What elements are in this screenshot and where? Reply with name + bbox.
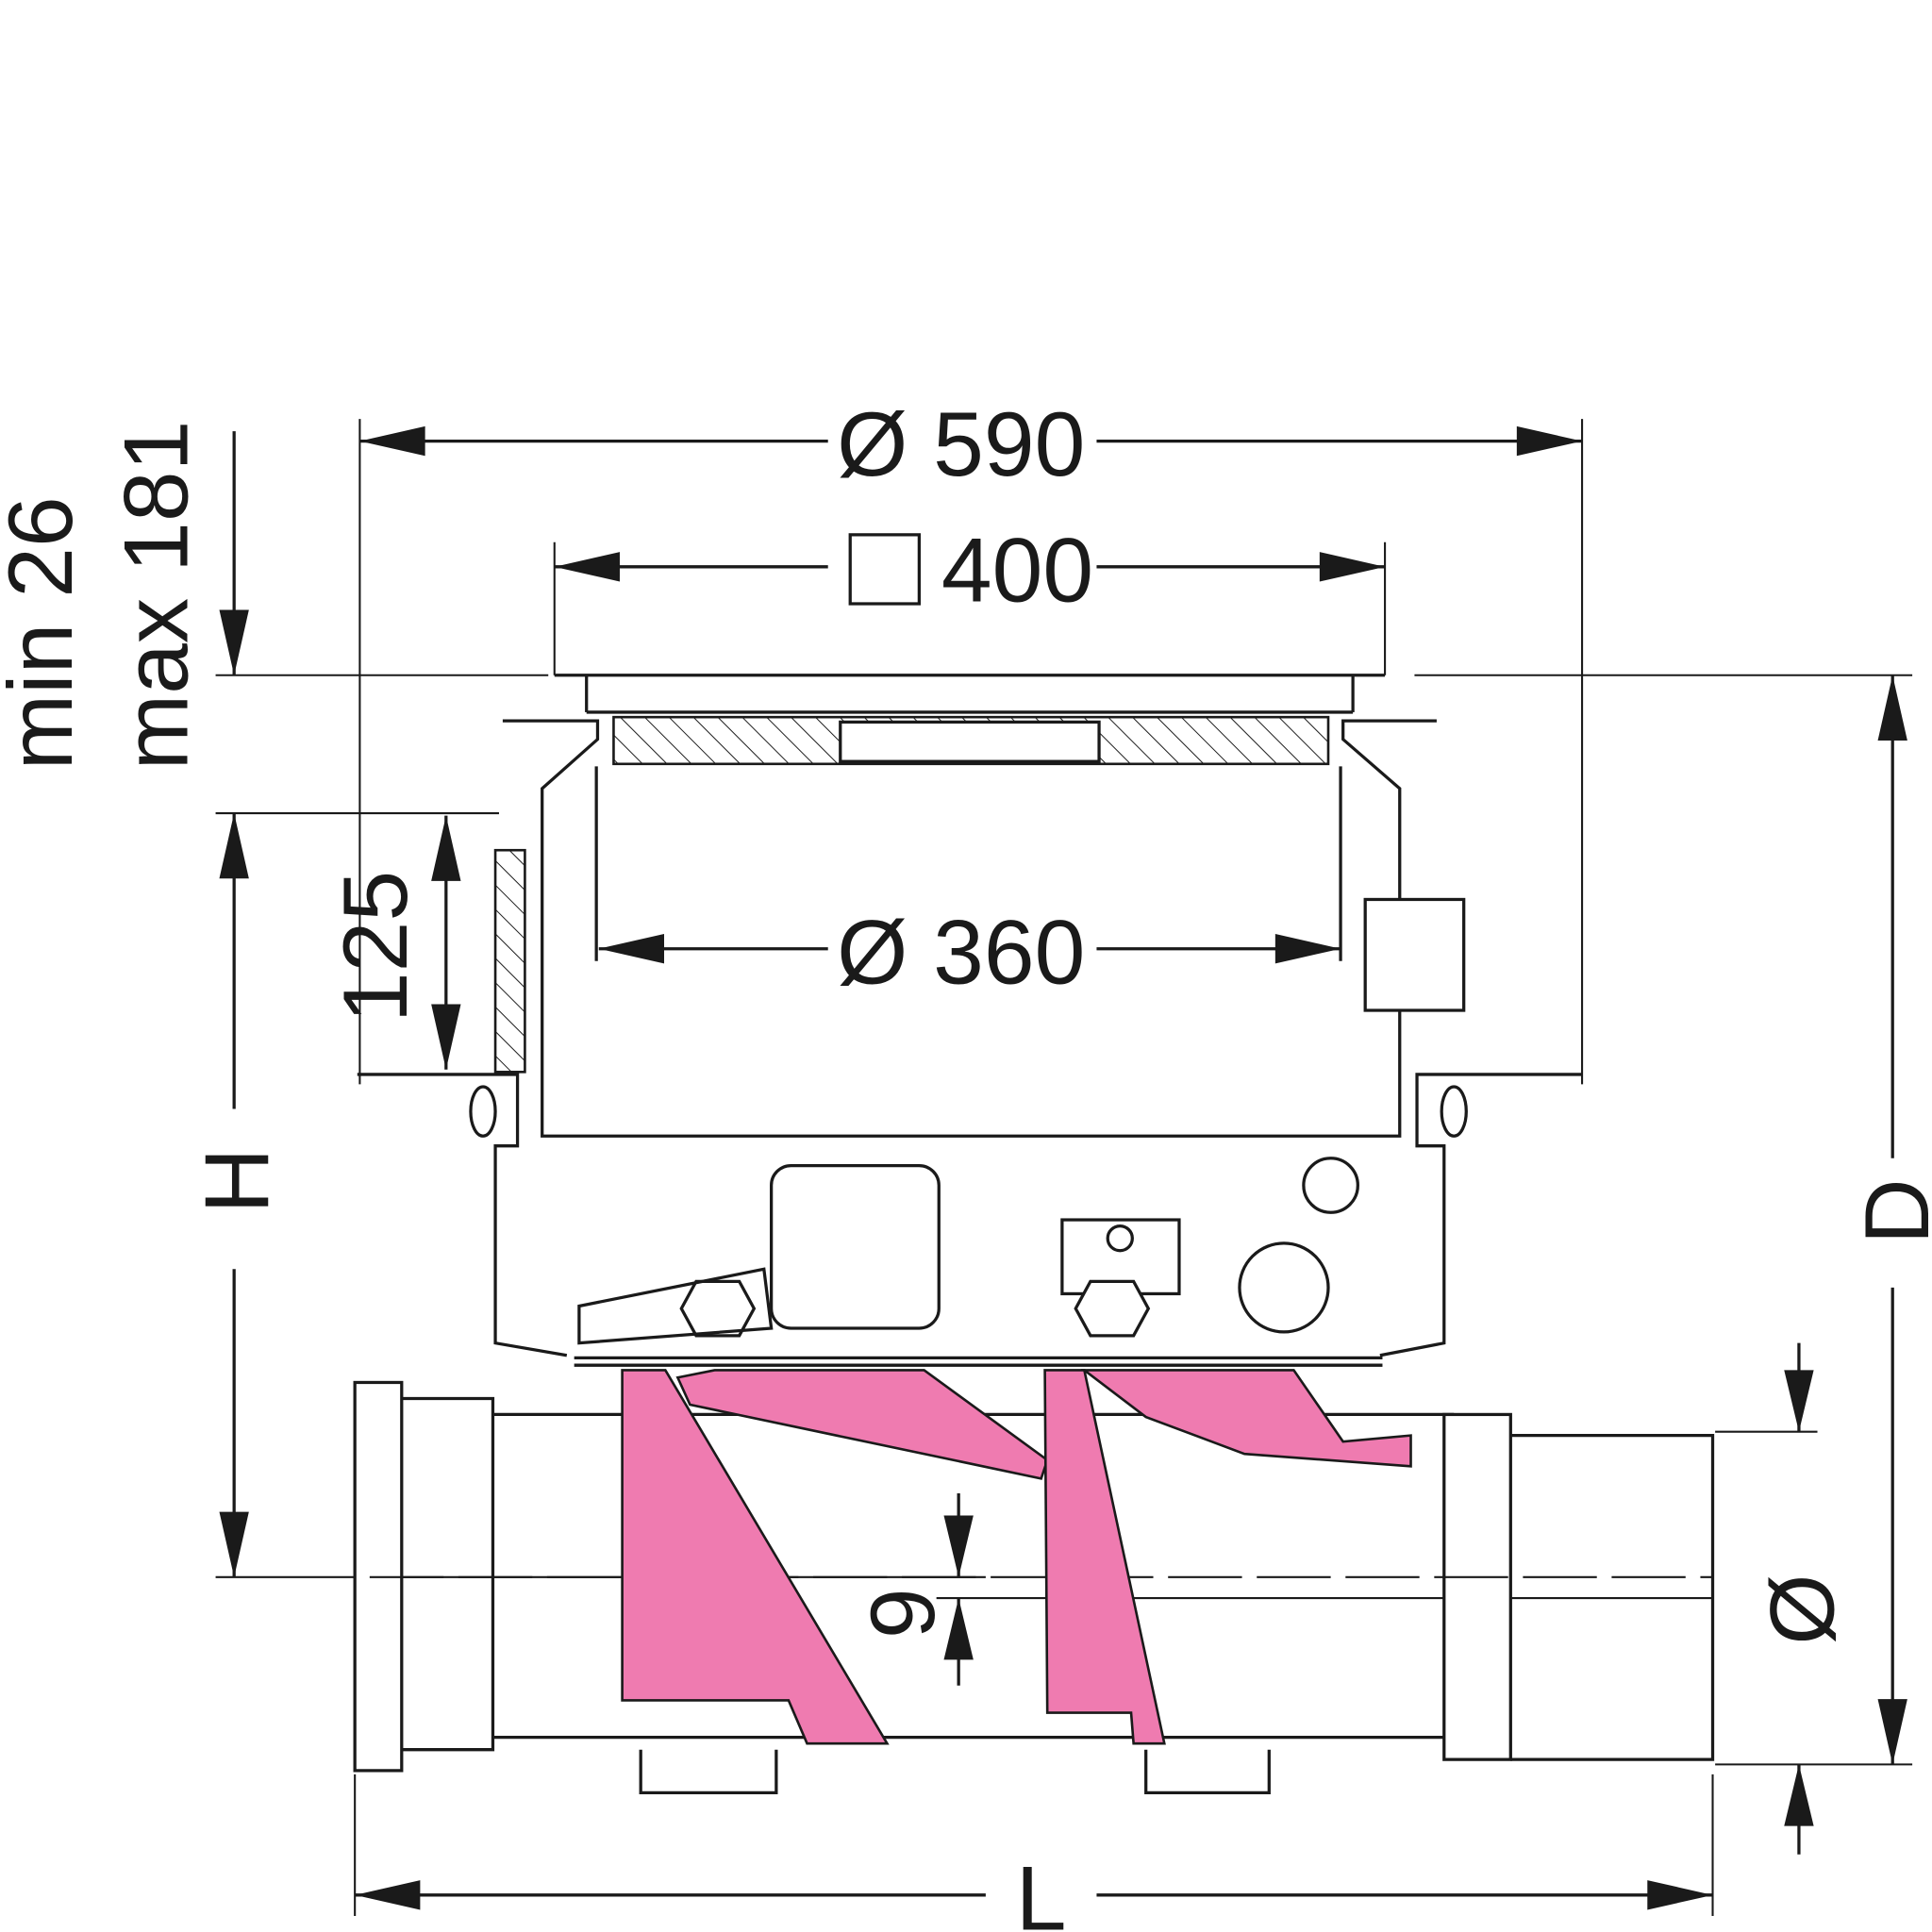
pipe-body bbox=[353, 1380, 1715, 1795]
dimension-height-H: H bbox=[188, 813, 986, 1578]
min-label: min 26 bbox=[0, 496, 92, 770]
dimension-outer-diameter: Ø 590 bbox=[358, 394, 1584, 1085]
depth-D-label: D bbox=[1847, 1178, 1932, 1244]
dimension-length-L: L bbox=[354, 1774, 1714, 1932]
pipe-diameter-label: Ø bbox=[1753, 1574, 1854, 1645]
square-symbol-icon bbox=[848, 533, 921, 606]
dimension-depth-D: D bbox=[1414, 674, 1932, 1766]
cover-grate bbox=[554, 674, 1386, 766]
dimension-min-max: min 26 max 181 bbox=[0, 421, 549, 815]
length-L-label: L bbox=[1016, 1848, 1067, 1932]
outer-diameter-label: Ø 590 bbox=[837, 394, 1085, 495]
valve-mechanism bbox=[574, 1157, 1383, 1367]
upper-body bbox=[357, 719, 1583, 1357]
flap-left bbox=[621, 1369, 890, 1745]
dimension-pipe-diameter: Ø bbox=[1753, 1342, 1854, 1855]
dimension-125: 125 bbox=[325, 815, 461, 1070]
flap-right-top bbox=[1080, 1369, 1412, 1468]
dimension-inner-diameter: Ø 360 bbox=[598, 902, 1341, 1003]
backflow-flaps bbox=[621, 1369, 1412, 1745]
dimension-square-frame: 400 bbox=[553, 520, 1387, 675]
max-label: max 181 bbox=[107, 421, 208, 771]
offset-9-label: 9 bbox=[853, 1588, 954, 1639]
flap-left-top bbox=[675, 1369, 1049, 1480]
inner-diameter-label: Ø 360 bbox=[837, 902, 1085, 1003]
dimension-offset-9: 9 bbox=[853, 1493, 1713, 1686]
square-frame-label: 400 bbox=[941, 520, 1093, 621]
height-125-label: 125 bbox=[325, 871, 426, 1023]
motor-box bbox=[769, 1163, 941, 1330]
flap-right bbox=[1043, 1369, 1166, 1745]
height-H-label: H bbox=[188, 1148, 289, 1214]
